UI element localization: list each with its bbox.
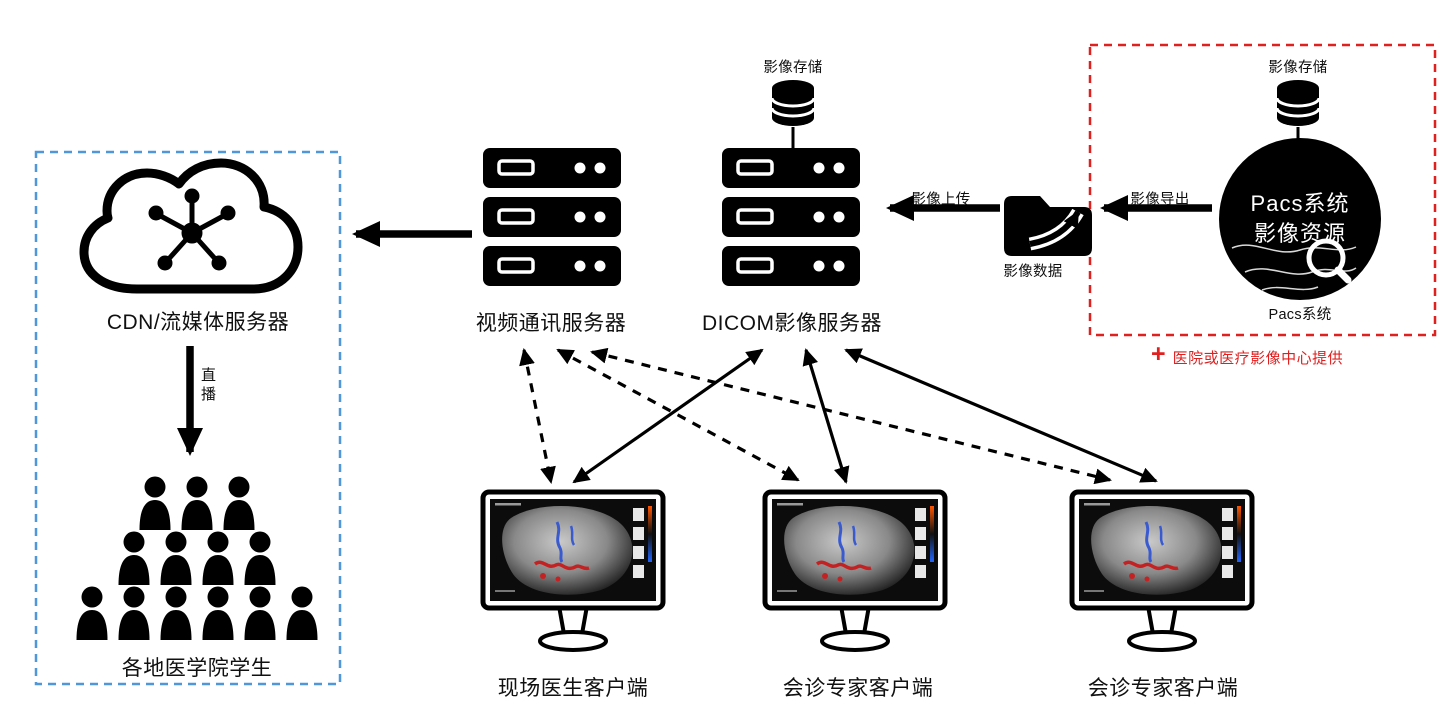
video-server-client-links: [519, 347, 1112, 485]
image-data-label: 影像数据: [1003, 264, 1063, 280]
person-icon: [160, 586, 192, 640]
pacs-circle-text: Pacs系统 影像资源: [1251, 189, 1350, 249]
cdn-cloud-icon: [79, 158, 303, 294]
person-icon: [244, 586, 276, 640]
pacs-system-icon: [1219, 138, 1381, 300]
upload-flow-label: 影像上传: [911, 192, 971, 208]
cdn-group-box: [34, 150, 342, 686]
person-icon: [244, 531, 276, 585]
pacs-storage-label: 影像存储: [1268, 60, 1328, 76]
pacs-circle-subtitle: 影像资源: [1253, 221, 1347, 246]
dicom-server-icon: [720, 146, 862, 288]
person-icon: [160, 531, 192, 585]
dicom-storage-label: 影像存储: [763, 60, 823, 76]
plus-icon: +: [1151, 340, 1166, 368]
network-nodes-icon: [148, 188, 236, 271]
client-label-expert-1: 会诊专家客户端: [782, 677, 934, 700]
dicom-server-client-links: [572, 348, 1158, 484]
person-icon: [118, 531, 150, 585]
students-label: 各地医学院学生: [121, 657, 273, 680]
dicom-storage-database-icon: [770, 78, 816, 150]
person-icon: [223, 476, 255, 530]
video-server-icon: [481, 146, 623, 288]
person-icon: [202, 531, 234, 585]
magnifier-icon: [1306, 238, 1352, 284]
client-monitor-icon-1: [483, 492, 663, 650]
person-icon: [286, 586, 318, 640]
folder-export-icon: [1004, 196, 1092, 256]
audience-people-icon: [76, 476, 318, 640]
client-monitor-icon-3: [1072, 492, 1252, 650]
pacs-storage-database-icon: [1275, 78, 1321, 142]
person-icon: [181, 476, 213, 530]
person-icon: [202, 586, 234, 640]
provider-note: + 医院或医疗影像中心提供: [1151, 340, 1344, 368]
video-server-label: 视频通讯服务器: [475, 312, 627, 335]
pacs-circle-title: Pacs系统: [1250, 191, 1350, 216]
client-monitor-icon-2: [765, 492, 945, 650]
dicom-server-label: DICOM影像服务器: [702, 312, 882, 335]
client-label-onsite-doctor: 现场医生客户端: [497, 677, 649, 700]
pacs-caption: Pacs系统: [1268, 307, 1332, 323]
person-icon: [118, 586, 150, 640]
pacs-group-box: [1088, 43, 1437, 337]
cdn-server-label: CDN/流媒体服务器: [106, 311, 290, 334]
client-label-expert-2: 会诊专家客户端: [1087, 677, 1239, 700]
provider-note-text: 医院或医疗影像中心提供: [1172, 350, 1344, 367]
person-icon: [139, 476, 171, 530]
live-stream-label: 直播: [200, 367, 216, 403]
person-icon: [76, 586, 108, 640]
export-flow-label: 影像导出: [1130, 192, 1190, 208]
